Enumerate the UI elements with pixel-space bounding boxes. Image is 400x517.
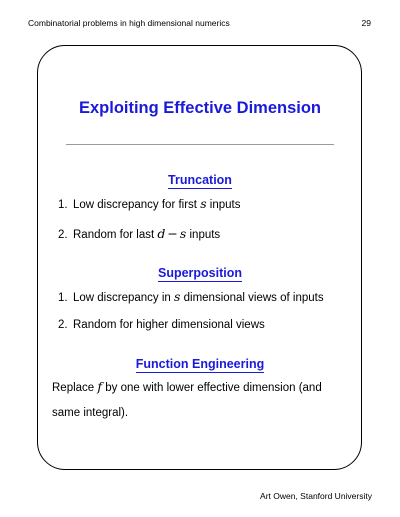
list-item-number: 1. <box>58 292 68 304</box>
list-item: 1. Low discrepancy for first s inputs <box>58 196 241 211</box>
section-heading-truncation: Truncation <box>0 163 400 191</box>
list-item-text: inputs <box>206 199 241 211</box>
body-paragraph: Replace f by one with lower effective di… <box>52 374 352 426</box>
list-item-number: 2. <box>58 229 68 241</box>
paragraph-text: by one with lower effective dimension (a… <box>52 382 322 419</box>
math-variable: f <box>97 379 103 394</box>
list-item-text: Low discrepancy for first <box>73 199 201 211</box>
math-variable: s <box>200 196 207 211</box>
slide-title: Exploiting Effective Dimension <box>78 99 322 117</box>
section-heading-label: Truncation <box>168 173 232 189</box>
section-heading-superposition: Superposition <box>0 256 400 284</box>
math-variable: s <box>179 226 187 241</box>
math-variable: s <box>174 289 181 304</box>
math-operator: − <box>167 226 178 241</box>
math-variable: d <box>157 226 166 241</box>
list-item-text: Random for last <box>73 229 158 241</box>
running-title: Combinatorial problems in high dimension… <box>28 18 230 28</box>
list-item-text: inputs <box>186 229 221 241</box>
slide-frame <box>37 45 362 470</box>
list-item-text: Random for higher dimensional views <box>73 319 265 331</box>
section-heading-function-engineering: Function Engineering <box>0 347 400 375</box>
list-item: 2. Random for higher dimensional views <box>58 319 265 331</box>
page-number: 29 <box>361 18 371 28</box>
list-item-text: Low discrepancy in <box>73 292 174 304</box>
list-item: 1. Low discrepancy in s dimensional views… <box>58 289 324 304</box>
title-divider <box>66 144 334 145</box>
footer-author: Art Owen, Stanford University <box>260 491 372 501</box>
list-item-text: dimensional views of inputs <box>180 292 324 304</box>
paragraph-text: Replace <box>52 382 98 394</box>
list-item: 2. Random for last d−s inputs <box>58 226 220 241</box>
section-heading-label: Superposition <box>157 266 243 282</box>
section-heading-label: Function Engineering <box>135 357 265 373</box>
list-item-number: 2. <box>58 319 68 331</box>
list-item-number: 1. <box>58 199 68 211</box>
